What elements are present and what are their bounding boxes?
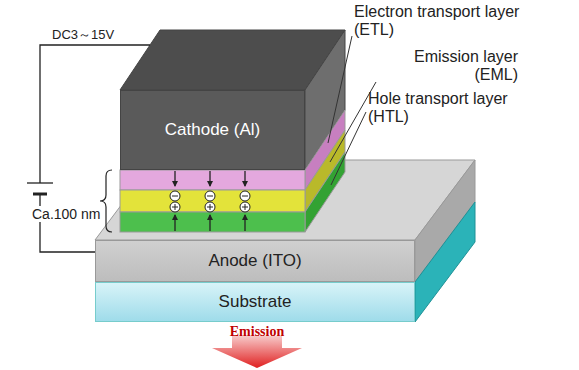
charge-symbol (170, 202, 180, 212)
layer-callout: Hole transport layer (HTL) (368, 90, 518, 127)
charge-symbol (170, 191, 180, 201)
charge-symbol (205, 202, 215, 212)
charge-symbol (240, 202, 250, 212)
emission-label: Emission (212, 324, 302, 340)
thickness-label: Ca.100 nm (30, 206, 102, 222)
substrate-layer: Substrate (95, 282, 415, 322)
cathode-block: Cathode (Al) (120, 90, 305, 170)
layer-name: Anode (ITO) (208, 251, 301, 271)
charge-symbol (205, 191, 215, 201)
layer-callout: Emission layer (EML) (378, 48, 518, 85)
layer-name: Cathode (Al) (165, 120, 260, 140)
voltage-label: DC3～15V (50, 28, 116, 43)
layer-callout: Electron transport layer (ETL) (354, 3, 544, 40)
layer-name: Substrate (219, 292, 292, 312)
anode-layer: Anode (ITO) (95, 240, 415, 282)
charge-symbol (240, 191, 250, 201)
